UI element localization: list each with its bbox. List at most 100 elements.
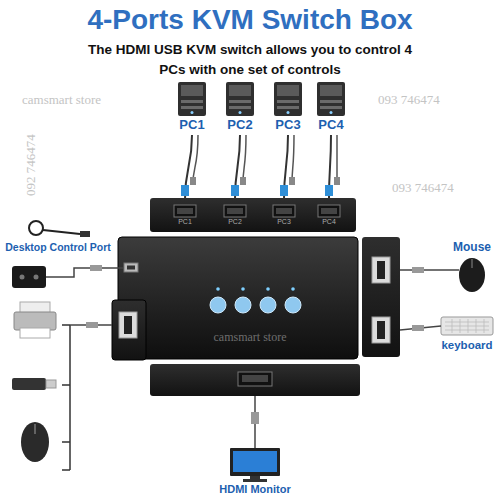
hdmi-plug: [181, 185, 189, 196]
usb-cable-line: [336, 135, 338, 183]
watermark: 093 746474: [392, 180, 454, 196]
keyboard-node: keyboard: [439, 316, 495, 352]
mini-usb-inner: [127, 266, 135, 270]
printer-paper: [20, 328, 50, 338]
switch-body: [118, 237, 358, 359]
controller-button: [20, 275, 25, 280]
hdmi-port: [224, 205, 246, 217]
monitor-neck: [250, 476, 260, 479]
hdmi-port-inner: [242, 375, 268, 382]
hdmi-port: [318, 205, 340, 217]
tower-slot: [320, 100, 342, 103]
tower-slot: [229, 106, 251, 109]
hdmi-cable: [231, 135, 246, 199]
node-label: PC4: [322, 218, 336, 226]
subtitle: The HDMI USB KVM switch allows you to co…: [81, 40, 419, 80]
tower-slot: [181, 100, 203, 103]
status-led: [291, 287, 295, 291]
wire-connector: [412, 267, 424, 273]
input-panel: [150, 198, 356, 232]
tower-bay: [229, 85, 251, 96]
cable: [43, 230, 80, 234]
tower-slot: [277, 100, 299, 103]
hdmi-plug: [280, 185, 288, 196]
usb-panel: [112, 300, 146, 360]
coiled-cable: [29, 221, 43, 235]
usb-panel: [362, 237, 400, 357]
usb-drive: [12, 378, 46, 390]
tower-slot: [181, 106, 203, 109]
status-led: [266, 287, 270, 291]
pc-node: PC1: [177, 82, 207, 133]
hdmi-port-inner: [276, 208, 292, 214]
tower-body: [274, 82, 302, 116]
hdmi-cable: [181, 135, 198, 199]
tower-slot: [277, 106, 299, 109]
power-led: [239, 111, 242, 114]
node-label: PC1: [178, 218, 192, 226]
desktop-control-node: Desktop Control Port: [3, 219, 113, 254]
status-led: [241, 287, 245, 291]
control-wire: [46, 268, 123, 277]
power-led: [191, 111, 194, 114]
hdmi-input-port: PC1: [173, 199, 197, 226]
usb-plug: [240, 177, 246, 185]
node-label: PC4: [318, 117, 343, 133]
pc-tower: [274, 82, 302, 116]
hdmi-input-port: PC4: [317, 199, 341, 226]
tower-body: [178, 82, 206, 116]
hdmi-cable: [280, 135, 295, 199]
usb-cable-line: [193, 135, 198, 183]
node-label: PC2: [228, 218, 242, 226]
hdmi-plug: [231, 185, 239, 196]
wire-connector: [86, 322, 98, 328]
hdmi-port: [238, 372, 272, 386]
node-label: HDMI Monitor: [219, 483, 290, 496]
tower-slot: [320, 106, 342, 109]
output-panel: [150, 364, 360, 396]
hdmi-port-inner: [177, 208, 193, 214]
mouse-icon: [459, 258, 485, 292]
hdmi-port-inner: [227, 208, 243, 214]
wire-connector: [90, 265, 102, 271]
usb-port: [372, 257, 390, 283]
usb-plug: [190, 177, 196, 185]
pc-tower: [317, 82, 345, 116]
hdmi-port: [174, 205, 196, 217]
node-label: Mouse: [453, 240, 491, 254]
hdmi-input-port: PC3: [272, 199, 296, 226]
pc-tower: [178, 82, 206, 116]
monitor-screen: [233, 451, 277, 472]
switch-button: [210, 297, 226, 313]
usb-drive-plug: [46, 380, 56, 388]
tower-bay: [320, 85, 342, 96]
usb-plug: [334, 177, 340, 185]
mouse-wheel: [34, 424, 36, 434]
hdmi-plug: [325, 185, 333, 196]
usb-plug: [80, 231, 90, 237]
keyboard-icon: [441, 317, 493, 335]
monitor-stand: [243, 479, 267, 482]
usb-plug: [289, 177, 295, 185]
wire-connector: [251, 412, 259, 424]
switch-button: [285, 297, 301, 313]
watermark: 093 746474: [378, 92, 440, 108]
node-label: PC2: [227, 117, 252, 133]
watermark: camsmart store: [22, 92, 101, 108]
status-led: [216, 287, 220, 291]
keyboard-keys: [445, 319, 489, 333]
pc-node: PC4: [316, 82, 346, 133]
tower-bay: [277, 85, 299, 96]
pc-node: PC2: [225, 82, 255, 133]
tower-slot: [229, 100, 251, 103]
monitor-node: HDMI Monitor: [217, 447, 293, 496]
printer: [14, 312, 56, 330]
node-label: PC3: [277, 218, 291, 226]
hdmi-input-port: PC2: [223, 199, 247, 226]
hdmi-port: [273, 205, 295, 217]
desktop-controller: [12, 266, 46, 288]
tower-body: [226, 82, 254, 116]
keyboard-wire: [400, 326, 441, 330]
node-label: PC3: [275, 117, 300, 133]
